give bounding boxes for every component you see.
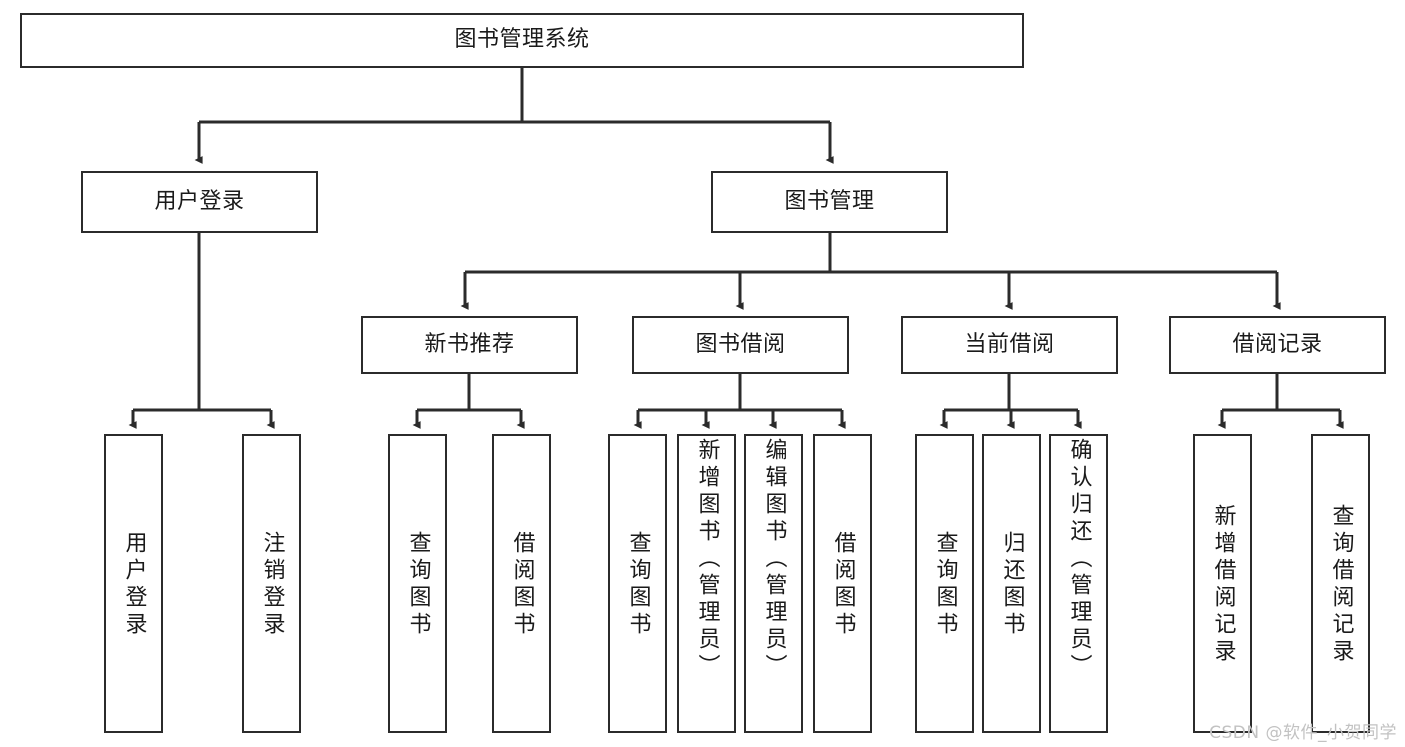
node-label: 图书管理: [784, 188, 875, 214]
leaf-new-book-borrow[interactable]: 借阅图书: [492, 434, 551, 733]
node-label: 查询借阅记录: [1328, 503, 1354, 666]
node-label: 确认归还（管理员）: [1066, 438, 1092, 681]
leaf-book-borrow-edit[interactable]: 编辑图书（管理员）: [744, 434, 803, 733]
node-label: 查询图书: [405, 530, 431, 639]
leaf-current-borrow-return[interactable]: 归还图书: [982, 434, 1041, 733]
node-label: 新增借阅记录: [1210, 503, 1236, 666]
node-label: 查询图书: [932, 530, 958, 639]
node-label: 查询图书: [625, 530, 651, 639]
node-label: 图书管理系统: [454, 27, 590, 53]
leaf-user-login-signin[interactable]: 用户登录: [104, 434, 163, 733]
node-label: 借阅记录: [1232, 331, 1323, 357]
node-user-login[interactable]: 用户登录: [81, 171, 318, 233]
node-book-management[interactable]: 图书管理: [711, 171, 948, 233]
node-book-borrow[interactable]: 图书借阅: [632, 316, 849, 374]
node-current-borrow[interactable]: 当前借阅: [901, 316, 1118, 374]
leaf-book-borrow-lend[interactable]: 借阅图书: [813, 434, 872, 733]
node-label: 用户登录: [121, 530, 147, 639]
node-label: 归还图书: [999, 530, 1025, 639]
leaf-new-book-query[interactable]: 查询图书: [388, 434, 447, 733]
leaf-book-borrow-query[interactable]: 查询图书: [608, 434, 667, 733]
node-label: 注销登录: [259, 530, 285, 639]
node-label: 新书推荐: [424, 331, 515, 357]
node-label: 新增图书（管理员）: [694, 438, 720, 681]
leaf-book-borrow-add[interactable]: 新增图书（管理员）: [677, 434, 736, 733]
node-label: 借阅图书: [830, 530, 856, 639]
node-label: 图书借阅: [695, 331, 786, 357]
leaf-user-login-logout[interactable]: 注销登录: [242, 434, 301, 733]
leaf-current-borrow-query[interactable]: 查询图书: [915, 434, 974, 733]
node-label: 编辑图书（管理员）: [761, 438, 787, 681]
leaf-borrow-record-add[interactable]: 新增借阅记录: [1193, 434, 1252, 733]
node-root-book-management-system[interactable]: 图书管理系统: [20, 13, 1024, 68]
leaf-borrow-record-query[interactable]: 查询借阅记录: [1311, 434, 1370, 733]
leaf-current-borrow-confirm-return[interactable]: 确认归还（管理员）: [1049, 434, 1108, 733]
node-borrow-record[interactable]: 借阅记录: [1169, 316, 1386, 374]
node-label: 借阅图书: [509, 530, 535, 639]
node-label: 用户登录: [154, 188, 245, 214]
node-label: 当前借阅: [964, 331, 1055, 357]
node-new-book-recommend[interactable]: 新书推荐: [361, 316, 578, 374]
